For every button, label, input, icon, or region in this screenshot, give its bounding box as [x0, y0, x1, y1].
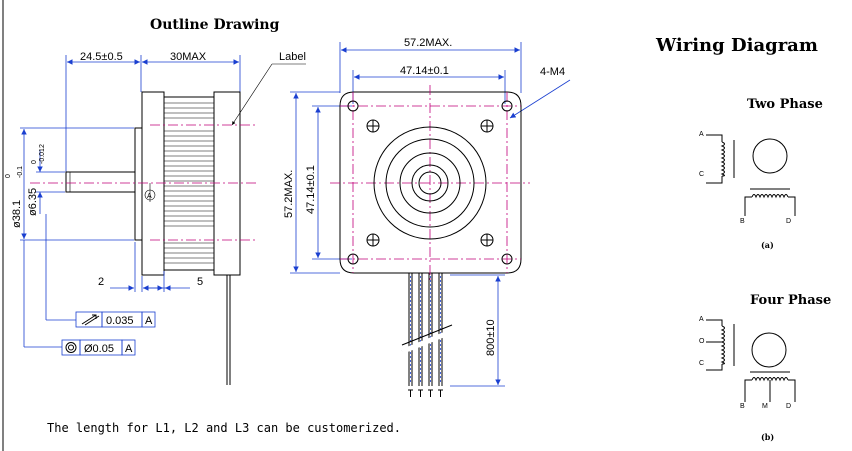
front-view: 57.2MAX. 47.14±0.1 4-M4 57.2MAX. 47.14±0…	[283, 37, 571, 397]
terminal-d: D	[786, 403, 791, 410]
two-phase-schematic: Two Phase A C B D (a)	[699, 97, 823, 250]
dim-body-length: 30MAX	[170, 51, 207, 63]
outline-title: Outline Drawing	[150, 17, 280, 33]
dim-boss-tol-bot: -0.1	[17, 166, 24, 178]
four-phase-caption: (b)	[761, 432, 774, 442]
dim-shaft-length: 24.5±0.5	[80, 51, 123, 63]
tolerance-2-datum: A	[125, 343, 133, 355]
dim-width-max: 57.2MAX.	[404, 37, 452, 49]
dim-step-b: 5	[197, 276, 203, 288]
dim-lead-length: 800±10	[485, 319, 497, 356]
dim-shaft-tol-bot: -0.012	[39, 144, 46, 164]
terminal-a: A	[699, 131, 704, 138]
dim-step-a: 2	[98, 276, 104, 288]
dim-boss-diameter: ø38.1	[11, 200, 23, 228]
dim-holes: 4-M4	[540, 66, 565, 78]
terminal-o: O	[699, 338, 705, 345]
wiring-title: Wiring Diagram	[655, 35, 818, 56]
terminal-c: C	[699, 360, 704, 367]
terminal-b: B	[740, 218, 745, 225]
two-phase-caption: (a)	[761, 240, 774, 250]
four-phase-title: Four Phase	[750, 293, 831, 308]
customization-note: The length for L1, L2 and L3 can be cust…	[47, 421, 401, 435]
dim-boss-tol-top: 0	[5, 174, 12, 178]
label-tag: Label	[279, 51, 306, 63]
four-phase-schematic: Four Phase A O C B M D (b)	[699, 293, 831, 442]
side-view: Outline Drawing 24.5±0.5 30MAX Label	[5, 17, 306, 385]
terminal-m: M	[762, 403, 768, 410]
dim-shaft-tol-top: 0	[31, 160, 38, 164]
rotor-icon	[751, 332, 787, 368]
terminal-d: D	[786, 218, 791, 225]
dim-hole-pitch: 47.14±0.1	[400, 65, 449, 77]
two-phase-title: Two Phase	[747, 97, 823, 112]
datum-label: A	[147, 193, 152, 200]
terminal-b: B	[740, 403, 745, 410]
tolerance-1-datum: A	[145, 315, 153, 327]
dim-height-max: 57.2MAX.	[283, 170, 295, 218]
dim-hole-pitch-vertical: 47.14±0.1	[305, 165, 317, 214]
rotor-icon	[752, 138, 788, 174]
tolerance-2-value: Ø0.05	[84, 343, 114, 355]
wiring-diagram: Wiring Diagram Two Phase A C B D (a) Fou…	[655, 35, 831, 442]
terminal-c: C	[699, 171, 704, 178]
terminal-a: A	[699, 316, 704, 323]
dim-shaft-diameter: ø6.35	[27, 188, 39, 216]
tolerance-1-value: 0.035	[106, 315, 134, 327]
